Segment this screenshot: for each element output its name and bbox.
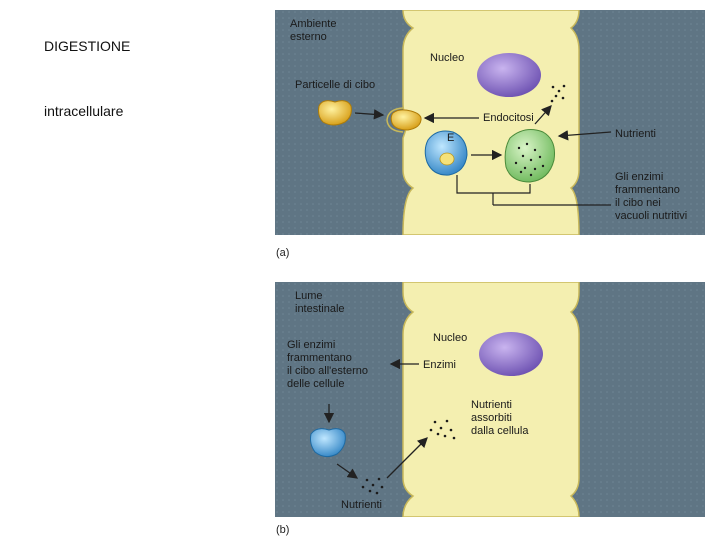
enzymes-note-line1: Gli enzimi bbox=[615, 171, 663, 183]
arrow-absorption bbox=[386, 437, 428, 479]
enzymes-label: Enzimi bbox=[423, 359, 456, 371]
slide-subtitle: intracellulare bbox=[44, 103, 124, 119]
slide-title: DIGESTIONE bbox=[44, 38, 131, 54]
arrow-to-cell bbox=[354, 109, 385, 120]
nutrients-label: Nutrienti bbox=[341, 499, 382, 511]
diagram-panel-a: Ambiente esterno Nucleo Particelle di ci… bbox=[275, 10, 705, 235]
vacuole-food bbox=[439, 152, 455, 166]
absorbed-label-line2: assorbiti bbox=[471, 412, 512, 424]
nutrients-label: Nutrienti bbox=[615, 128, 656, 140]
environment-label-line1: Ambiente bbox=[290, 18, 336, 30]
food-particles-label: Particelle di cibo bbox=[295, 79, 375, 91]
vacuole-label: E bbox=[447, 132, 454, 144]
food-particle bbox=[310, 428, 346, 458]
enzymes-note-line2: frammentano bbox=[287, 352, 352, 364]
released-nutrients bbox=[550, 84, 566, 103]
enzymes-note-line1: Gli enzimi bbox=[287, 339, 335, 351]
enzymes-note-line4: vacuoli nutritivi bbox=[615, 210, 687, 222]
enzymes-note-line3: il cibo all'esterno bbox=[287, 365, 368, 377]
absorbed-nutrients bbox=[429, 419, 456, 440]
enzymes-note-line2: frammentano bbox=[615, 184, 680, 196]
diagram-panel-b: Lume intestinale Nucleo Gli enzimi framm… bbox=[275, 282, 705, 517]
caption-b: (b) bbox=[276, 524, 290, 536]
arrow-release bbox=[534, 105, 552, 125]
enzymes-note-line4: delle cellule bbox=[287, 378, 344, 390]
environment-label-line2: esterno bbox=[290, 31, 327, 43]
external-nutrients bbox=[361, 477, 384, 495]
panel-b-svg: Lume intestinale Nucleo Gli enzimi framm… bbox=[275, 282, 705, 517]
endocytosis-label: Endocitosi bbox=[483, 112, 534, 124]
lumen-label-line2: intestinale bbox=[295, 303, 345, 315]
caption-a: (a) bbox=[276, 247, 290, 259]
vacuole-nutrients bbox=[514, 142, 545, 177]
food-particle-entering bbox=[390, 109, 422, 131]
nucleus-label: Nucleo bbox=[430, 52, 464, 64]
lumen-label-line1: Lume bbox=[295, 290, 323, 302]
food-particle bbox=[318, 100, 352, 126]
digestive-vacuole bbox=[504, 129, 555, 183]
nucleus bbox=[479, 332, 543, 376]
arrow-to-nutrients bbox=[336, 463, 359, 479]
panel-a-svg: Ambiente esterno Nucleo Particelle di ci… bbox=[275, 10, 705, 235]
absorbed-label-line3: dalla cellula bbox=[471, 425, 529, 437]
absorbed-label-line1: Nutrienti bbox=[471, 399, 512, 411]
arrow-nutrients bbox=[557, 130, 612, 141]
enzymes-note-line3: il cibo nei bbox=[615, 197, 661, 209]
nucleus bbox=[477, 53, 541, 97]
nucleus-label: Nucleo bbox=[433, 332, 467, 344]
